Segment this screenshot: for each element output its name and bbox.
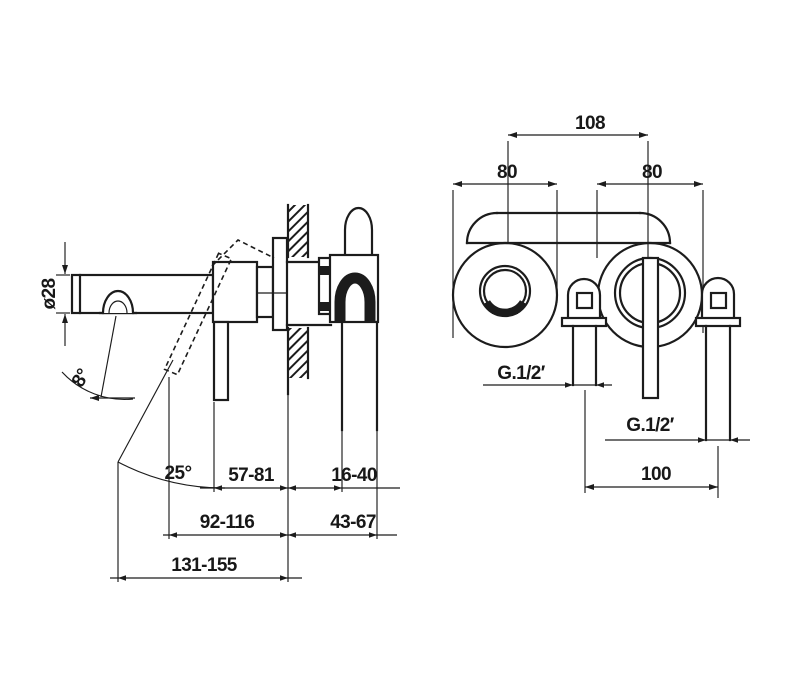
right-escutcheon-label: 80 (642, 162, 662, 183)
spray-angle-label: 8° (68, 366, 95, 391)
lever-handle-side (212, 320, 230, 402)
escutcheon-side (271, 236, 289, 332)
center-distance-label: 108 (575, 113, 605, 134)
wall-to-lever-tilted-label: 92-116 (200, 512, 255, 533)
inlet-spacing-dim: 100 (584, 390, 719, 498)
wall-hatch-upper (288, 205, 308, 257)
lever-angle-label: 25° (165, 463, 192, 484)
spout-diameter-dim: ø28 (39, 242, 70, 346)
inlet-spacing-label: 100 (641, 464, 671, 485)
mixer-body-side (211, 236, 344, 332)
right-thread-label: G.1/2′ (626, 415, 674, 436)
supply-elbow-side (328, 206, 380, 432)
embed-depth-label: 16-40 (331, 465, 377, 486)
escutcheon-dims: 80 80 (452, 162, 704, 338)
side-view: 8° ø28 25° (39, 203, 400, 582)
concealed-body-band (465, 211, 672, 245)
lever-cap-dashed (211, 239, 275, 267)
right-thread-dim: G.1/2′ (605, 415, 750, 443)
wall-to-lever-label: 57-81 (228, 465, 275, 486)
water-stream-line (100, 315, 117, 398)
spout-diameter-label: ø28 (39, 279, 60, 310)
elbow-dome-cap (343, 206, 374, 260)
left-escutcheon-label: 80 (497, 162, 517, 183)
max-reach-label: 131-155 (171, 555, 238, 576)
wall-section (286, 203, 310, 396)
lever-handle-front (641, 256, 660, 400)
lever-handle-dashed (163, 252, 233, 376)
left-thread-label: G.1/2′ (497, 363, 545, 384)
left-thread-dim: G.1/2′ (483, 363, 612, 388)
wall-to-outlet-label: 43-67 (330, 512, 376, 533)
front-view: 108 80 80 (451, 113, 750, 498)
dim-row-3: 131-155 (110, 555, 302, 581)
lever-angle-dim: 25° (117, 359, 226, 489)
dim-row-2: 92-116 43-67 (163, 512, 397, 538)
wall-hatch-lower (288, 328, 308, 378)
spray-angle-dim: 8° (61, 366, 135, 401)
elbow-waterway (334, 272, 376, 322)
left-inlet-fitting (560, 277, 608, 387)
center-distance-dim: 108 (507, 113, 649, 258)
spout-side (70, 273, 215, 398)
right-inlet-fitting (694, 276, 742, 442)
spout-escutcheon-front (451, 241, 559, 349)
dim-row-1: 57-81 16-40 (200, 465, 400, 491)
